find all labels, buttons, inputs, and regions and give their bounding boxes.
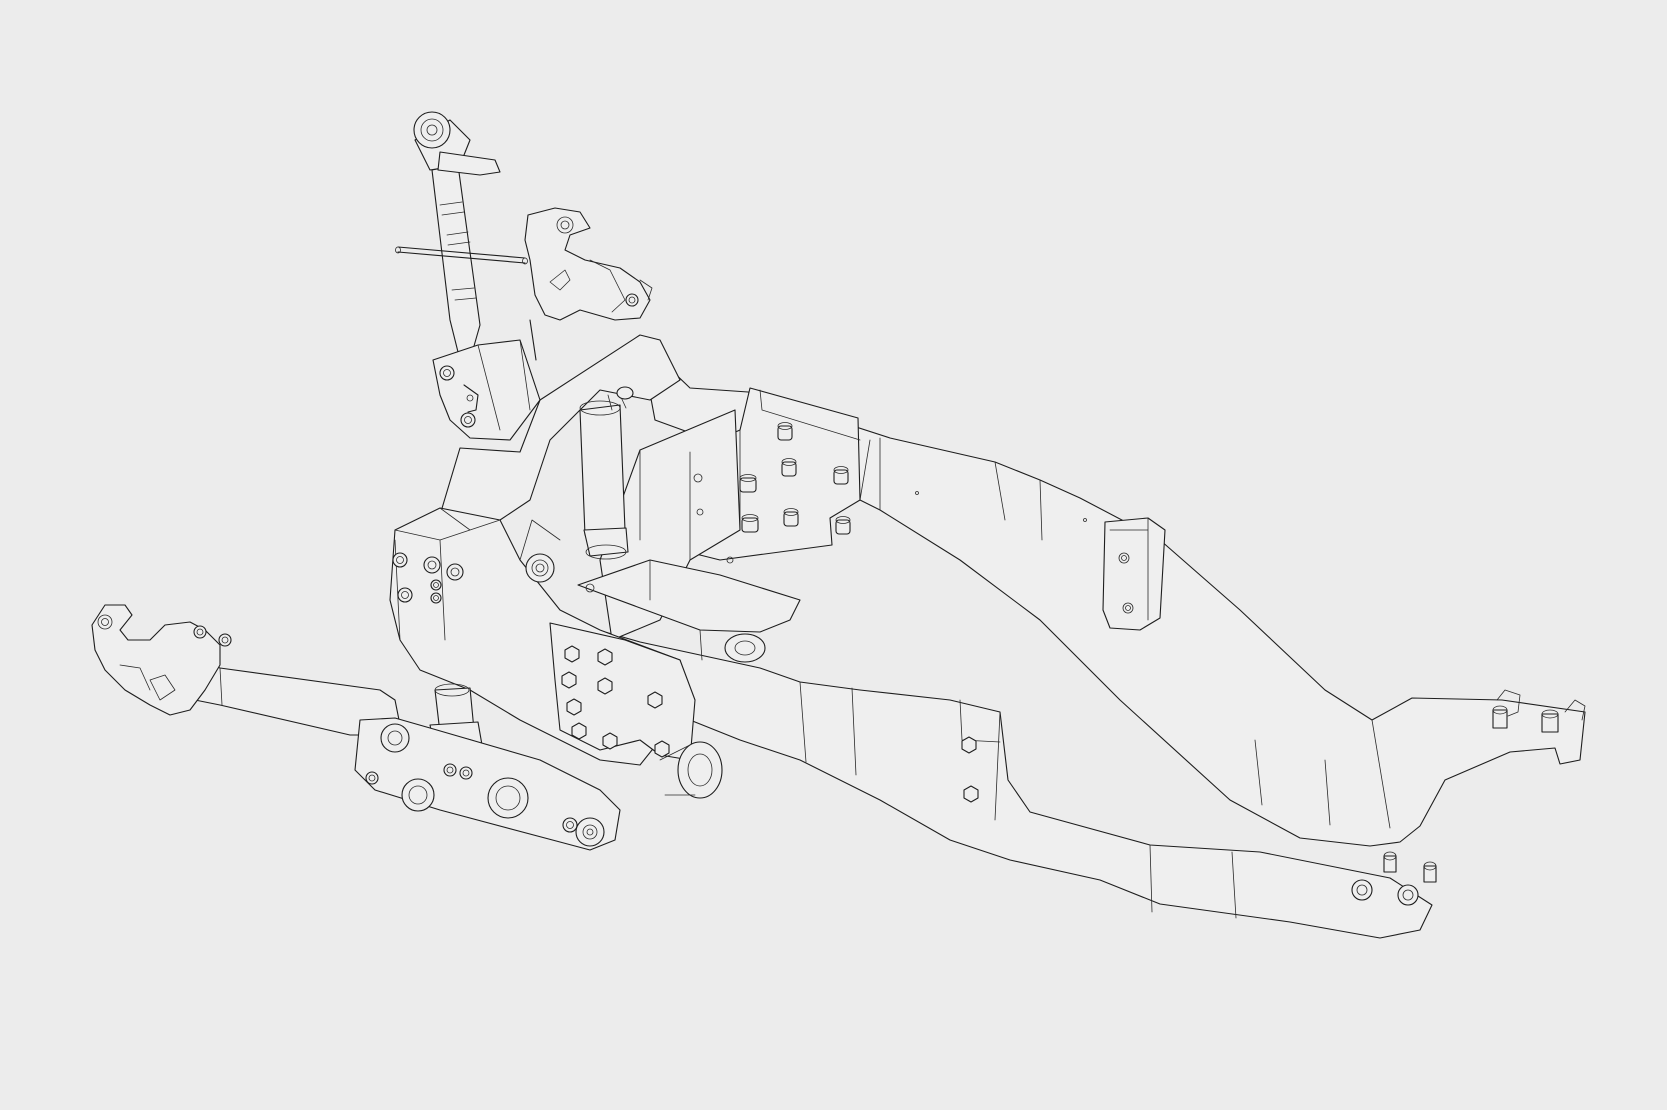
lower-pivot-link	[354, 717, 621, 851]
upper-quick-coupler-hook	[524, 207, 653, 321]
frame-rail-bolts	[961, 736, 979, 803]
rear-left-pin	[1351, 851, 1437, 906]
lower-roller	[659, 741, 723, 799]
inner-cross-member	[577, 559, 801, 663]
front-side-plate	[549, 622, 696, 761]
box-bolt-pattern	[739, 422, 851, 535]
center-lift-cylinder	[579, 386, 634, 560]
rear-mounting-bracket	[1102, 517, 1166, 631]
top-link	[395, 111, 528, 361]
top-link-bracket	[432, 319, 541, 441]
left-side-frame-rail	[544, 614, 1433, 939]
lower-quick-coupler-hook	[91, 604, 232, 716]
rear-right-pin	[1492, 689, 1586, 733]
plate-bolt-grid	[561, 645, 670, 758]
